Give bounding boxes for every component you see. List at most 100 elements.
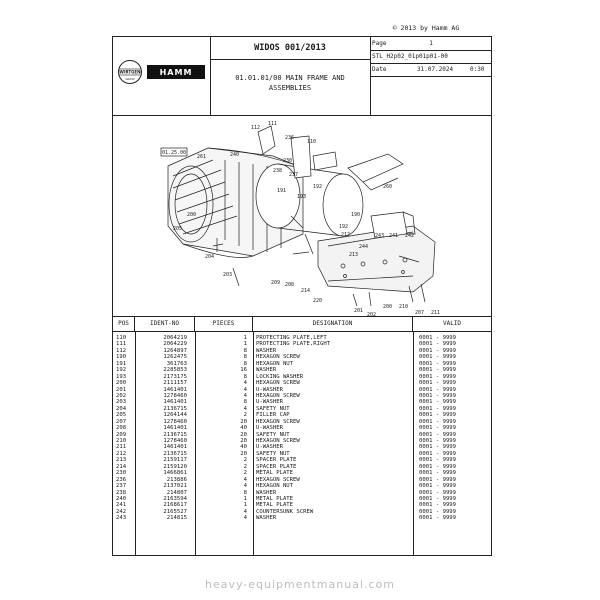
cell-valid: 0001 - 9999 <box>419 399 457 406</box>
callout: 213 <box>349 252 358 258</box>
cell-designation: WASHER <box>256 347 277 354</box>
cell-designation: U-WASHER <box>256 386 283 393</box>
cell-pieces: 8 <box>243 360 247 367</box>
divider <box>195 331 196 555</box>
hamm-logo-icon: HAMM <box>147 65 205 79</box>
date-value: 31.07.2024 <box>416 66 454 73</box>
callout: 261 <box>197 154 206 160</box>
cell-designation: U-WASHER <box>256 444 283 451</box>
cell-valid: 0001 - 9999 <box>419 360 457 367</box>
cell-designation: HEXAGON SCREW <box>256 476 300 483</box>
callout: 242 <box>405 233 414 239</box>
cell-pieces: 8 <box>243 354 247 361</box>
cell-pieces: 2 <box>243 412 247 419</box>
callout: 201 <box>354 308 363 314</box>
hamm-logo-text: HAMM <box>159 68 193 77</box>
cell-pos: 211 <box>116 444 127 451</box>
section-title: 01.01.01/00 MAIN FRAME AND ASSEMBLIES <box>235 74 345 92</box>
cell-pos: 190 <box>116 354 127 361</box>
callout: 190 <box>351 212 360 218</box>
cell-pos: 237 <box>116 483 127 490</box>
callout: 243 <box>375 233 384 239</box>
cell-pos: 205 <box>116 412 127 419</box>
cell-pieces: 8 <box>243 399 247 406</box>
divider <box>135 331 136 555</box>
callout: 207 <box>415 310 424 316</box>
cell-pos: 236 <box>116 476 127 483</box>
cell-ident: 2136715 <box>163 431 187 438</box>
cell-ident: 2163594 <box>163 495 187 502</box>
svg-text:GROUP: GROUP <box>125 77 135 81</box>
cell-pos: 238 <box>116 489 127 496</box>
wirtgen-logo-icon: WIRTGEN GROUP <box>118 60 142 84</box>
cell-valid: 0001 - 9999 <box>419 495 457 502</box>
cell-pieces: 2 <box>243 457 247 464</box>
cell-designation: HEXAGON SCREW <box>256 438 300 444</box>
cell-pieces: 4 <box>243 515 247 522</box>
cell-pos: 192 <box>116 367 127 374</box>
cell-designation: WASHER <box>256 489 277 496</box>
doc-code-row: STL_H2p02_01p01p01-00 <box>370 50 491 64</box>
cell-pieces: 4 <box>243 508 247 515</box>
logo-area: WIRTGEN GROUP HAMM <box>113 37 211 115</box>
cell-ident: 2165527 <box>163 508 187 515</box>
cell-pos: 241 <box>116 502 127 509</box>
cell-valid: 0001 - 9999 <box>419 373 457 380</box>
cell-valid: 0001 - 9999 <box>419 444 457 451</box>
col-header-ident: IDENT-NO <box>135 317 195 331</box>
cell-pieces: 20 <box>240 438 247 444</box>
cell-valid: 0001 - 9999 <box>419 438 457 444</box>
callout: 210 <box>399 304 408 310</box>
cell-ident: 1461401 <box>163 425 187 432</box>
callout: 240 <box>230 152 239 158</box>
cell-pos: 204 <box>116 405 127 412</box>
cell-pieces: 1 <box>243 335 247 341</box>
parts-table-header: POS IDENT-NO PIECES DESIGNATION VALID <box>113 317 491 332</box>
cell-designation: PROTECTING PLATE,LEFT <box>256 335 327 341</box>
callout: 191 <box>277 188 286 194</box>
date-row: Date 31.07.2024 0:30 <box>370 63 491 77</box>
cell-ident: 1278460 <box>163 438 187 444</box>
page-row: Page 1 <box>370 37 491 51</box>
cell-valid: 0001 - 9999 <box>419 431 457 438</box>
cell-designation: SAFETY NUT <box>256 450 290 457</box>
cell-valid: 0001 - 9999 <box>419 367 457 374</box>
copyright-notice: © 2013 by Hamm AG <box>392 24 460 32</box>
callout: 230 <box>283 158 292 164</box>
cell-designation: METAL PLATE <box>256 495 294 502</box>
watermark-url: heavy-equipmentmanual.com <box>205 578 395 591</box>
cell-pieces: 4 <box>243 380 247 387</box>
cell-valid: 0001 - 9999 <box>419 425 457 432</box>
cell-designation: FILLER CAP <box>256 412 290 419</box>
cell-pos: 212 <box>116 450 127 457</box>
callout: 203 <box>223 272 232 278</box>
cell-pieces: 1 <box>243 341 247 348</box>
cell-designation: U-WASHER <box>256 425 283 432</box>
cell-ident: 2064229 <box>163 341 187 348</box>
cell-pieces: 4 <box>243 483 247 490</box>
cell-designation: SAFETY NUT <box>256 405 290 412</box>
cell-pos: 201 <box>116 386 127 393</box>
cell-pos: 230 <box>116 470 127 477</box>
cell-valid: 0001 - 9999 <box>419 354 457 361</box>
callout: 236 <box>285 135 294 141</box>
cell-pieces: 40 <box>240 425 247 432</box>
cell-pieces: 20 <box>240 418 247 425</box>
cell-valid: 0001 - 9999 <box>419 463 457 470</box>
cell-valid: 0001 - 9999 <box>419 341 457 348</box>
callout: 202 <box>367 312 376 316</box>
callout: 209 <box>271 280 280 286</box>
col-header-pos: POS <box>113 317 135 331</box>
